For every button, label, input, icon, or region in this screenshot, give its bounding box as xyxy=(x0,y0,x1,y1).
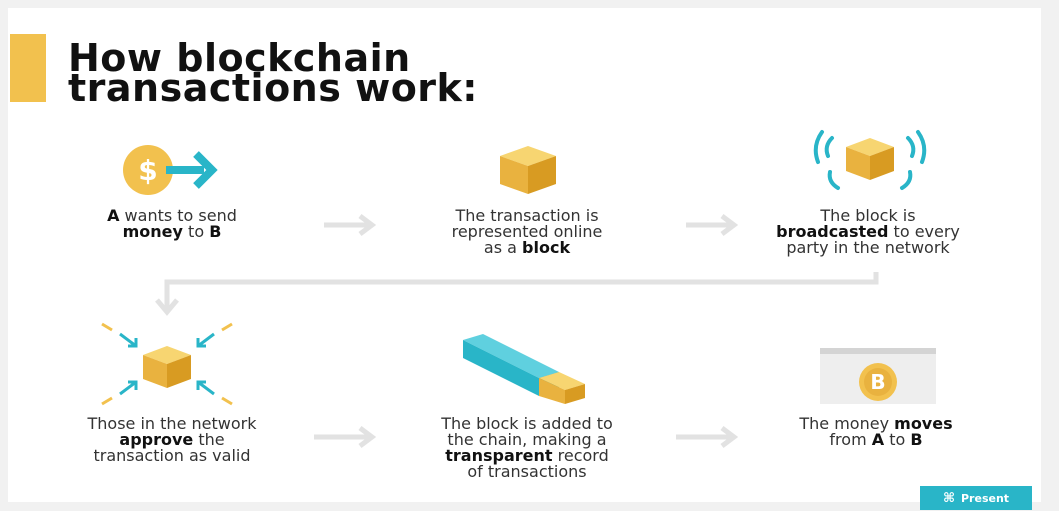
step-text-segment: party in the network xyxy=(786,238,950,257)
arrow-right-icon xyxy=(672,424,742,450)
title-line-2: transactions work: xyxy=(68,66,479,110)
step-text-segment: The transaction is xyxy=(455,206,599,225)
step-bold-text: moves xyxy=(894,414,953,433)
step-bold-text: broadcasted xyxy=(776,222,889,241)
bitcoin-window-icon: B xyxy=(818,346,938,406)
step-text-segment: Those in the network xyxy=(87,414,257,433)
step-bold-text: B xyxy=(910,430,923,449)
arrow-right-icon xyxy=(320,212,380,238)
step-text-segment: record xyxy=(552,446,609,465)
step-text-segment: The money xyxy=(799,414,895,433)
step-text-segment: as a xyxy=(483,238,523,257)
step-bold-text: A xyxy=(871,430,885,449)
step-text-segment: of transactions xyxy=(467,462,587,481)
dollar-coin-arrow-icon: $ xyxy=(110,140,230,200)
step-text-segment: to every xyxy=(888,222,960,241)
step-text-segment: The block is added to xyxy=(441,414,613,433)
step-text-segment: transaction as valid xyxy=(93,446,251,465)
step-text-segment: from xyxy=(829,430,872,449)
broadcast-block-icon xyxy=(810,122,930,200)
arrow-right-icon xyxy=(682,212,742,238)
approve-block-icon xyxy=(92,318,242,410)
dollar-symbol: $ xyxy=(138,154,157,187)
step-text-segment: the xyxy=(193,430,225,449)
step-text-segment: to xyxy=(884,430,911,449)
wrap-around-arrow-icon xyxy=(145,270,885,318)
step-bold-text: money xyxy=(122,222,183,241)
arrow-right-icon xyxy=(310,424,380,450)
step-text-segment: represented online xyxy=(451,222,603,241)
step-text-segment: the chain, making a xyxy=(447,430,607,449)
step-bold-text: block xyxy=(522,238,571,257)
infographic-card xyxy=(8,8,1041,502)
step-text-segment: The block is xyxy=(820,206,916,225)
blockchain-chain-icon xyxy=(455,330,595,405)
step-bold-text: approve xyxy=(119,430,194,449)
step-6-text: The money moves from A to B xyxy=(766,416,986,448)
title-line-1: How blockchain xyxy=(68,36,411,80)
present-label: Present xyxy=(961,491,1010,505)
step-bold-text: A xyxy=(107,206,120,225)
step-bold-text: B xyxy=(209,222,222,241)
present-logo-icon: ⌘ xyxy=(942,490,955,506)
step-text-segment: to xyxy=(182,222,210,241)
present-badge: ⌘ Present xyxy=(920,486,1032,510)
title-accent-bar xyxy=(10,34,46,102)
bitcoin-symbol: B xyxy=(870,370,885,394)
step-bold-text: transparent xyxy=(445,446,553,465)
block-icon xyxy=(493,142,563,198)
step-text-segment: wants to send xyxy=(119,206,237,225)
